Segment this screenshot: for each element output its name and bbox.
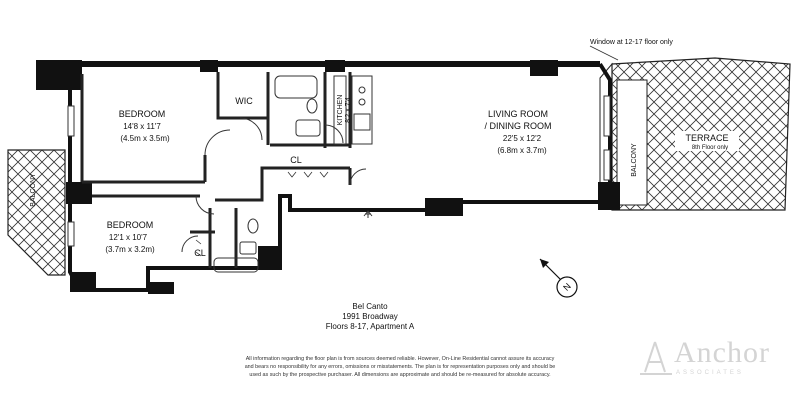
svg-text:LIVING ROOM: LIVING ROOM <box>488 109 548 119</box>
balcony-right-area <box>616 79 648 206</box>
building-name: Bel Canto <box>352 302 388 311</box>
svg-text:(3.7m x 3.2m): (3.7m x 3.2m) <box>105 245 155 254</box>
svg-text:(4.5m x 3.5m): (4.5m x 3.5m) <box>120 134 170 143</box>
svg-text:BEDROOM: BEDROOM <box>119 109 166 119</box>
svg-text:12'1 x 10'7: 12'1 x 10'7 <box>109 233 148 242</box>
svg-text:BEDROOM: BEDROOM <box>107 220 154 230</box>
disclaimer-line-1: All information regarding the floor plan… <box>245 356 555 362</box>
svg-text:22'5 x 12'2: 22'5 x 12'2 <box>503 134 542 143</box>
brand-name: Anchor <box>674 336 770 369</box>
compass-north-letter: N <box>561 281 573 293</box>
building-caption: Bel Canto 1991 Broadway Floors 8-17, Apa… <box>300 302 440 332</box>
svg-text:14'8 x 11'7: 14'8 x 11'7 <box>123 122 161 131</box>
disclaimer-line-2: and bears no responsibility for any erro… <box>244 364 556 370</box>
interior-walls <box>80 72 352 268</box>
kitchen-counters <box>333 75 373 145</box>
entry-arrow <box>363 210 373 218</box>
wic-label: WIC <box>235 96 253 106</box>
closet-hangers <box>195 171 329 257</box>
svg-text:KITCHEN: KITCHEN <box>337 95 344 126</box>
terrace-label: TERRACE 8th Floor only <box>675 131 739 151</box>
bathroom-upper <box>274 75 321 137</box>
window-note-leader <box>589 45 619 61</box>
living-room-label: LIVING ROOM / DINING ROOM 22'5 x 12'2 (6… <box>485 109 552 155</box>
brand-subtitle: ASSOCIATES <box>676 370 744 376</box>
svg-text:(6.8m x 3.7m): (6.8m x 3.7m) <box>497 146 547 155</box>
bathroom-lower <box>213 218 259 273</box>
columns <box>36 60 620 294</box>
anchor-logo-icon <box>640 341 672 375</box>
compass: N <box>539 258 578 298</box>
bedroom-1-label: BEDROOM 14'8 x 11'7 (4.5m x 3.5m) <box>119 109 170 143</box>
closet-bedroom-label: CL <box>194 248 206 258</box>
svg-text:TERRACE: TERRACE <box>685 133 728 143</box>
disclaimer: All information regarding the floor plan… <box>150 355 650 379</box>
disclaimer-line-3: used as such by the prospective purchase… <box>249 372 551 378</box>
svg-text:/ DINING ROOM: / DINING ROOM <box>485 121 552 131</box>
building-floors: Floors 8-17, Apartment A <box>325 322 415 331</box>
balcony-left-area <box>7 149 66 276</box>
door-swings <box>181 117 367 253</box>
windows <box>67 95 611 247</box>
svg-text:8th Floor only: 8th Floor only <box>692 145 728 151</box>
balcony-right-label: BALCONY <box>631 143 638 177</box>
building-address: 1991 Broadway <box>342 312 398 321</box>
kitchen-label: KITCHEN 8'2 x 7'4 <box>337 95 352 126</box>
closet-hall-label: CL <box>290 155 302 165</box>
balcony-left-label: BALCONY <box>30 173 37 207</box>
svg-text:8'2 x 7'4: 8'2 x 7'4 <box>345 97 352 123</box>
bedroom-2-label: BEDROOM 12'1 x 10'7 (3.7m x 3.2m) <box>105 220 155 254</box>
brand-watermark: Anchor ASSOCIATES <box>640 332 790 382</box>
window-note: Window at 12-17 floor only <box>590 39 673 46</box>
